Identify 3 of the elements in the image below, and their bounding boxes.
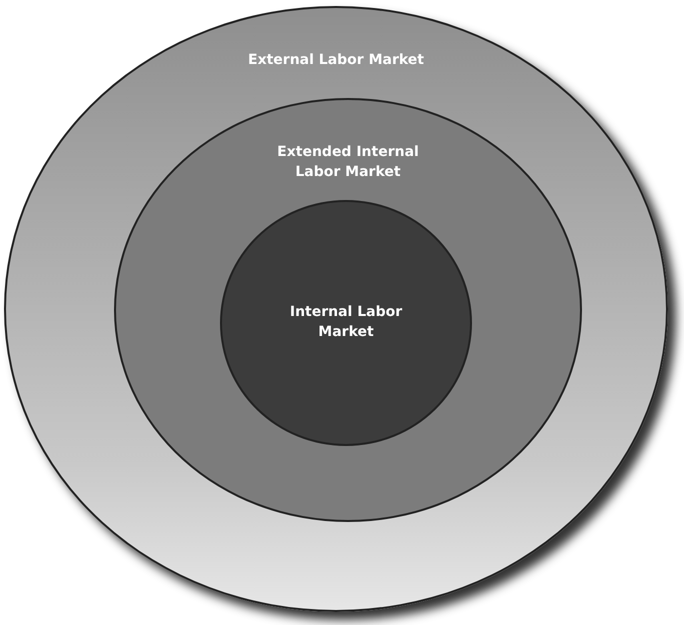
circle-label: Internal Labor Market bbox=[288, 303, 404, 342]
circle-label: Extended Internal Labor Market bbox=[276, 143, 420, 182]
circle-label: External Labor Market bbox=[247, 51, 425, 70]
